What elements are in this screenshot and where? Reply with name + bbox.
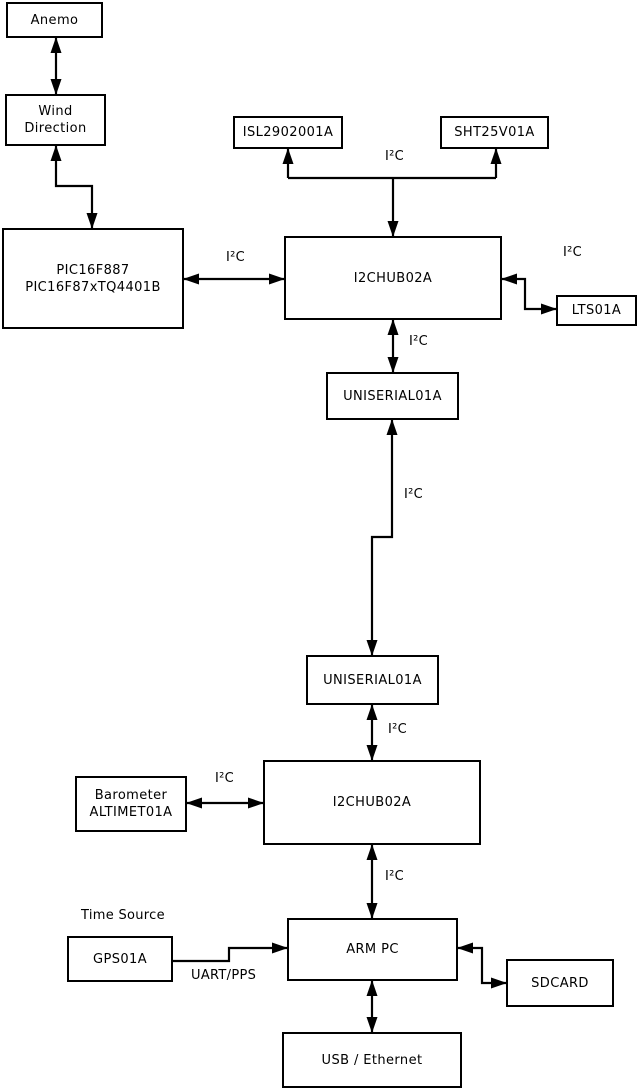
node-barometer-line2: ALTIMET01A (89, 805, 173, 820)
node-wind-direction-line1: Wind (38, 104, 73, 119)
node-lts01a-label: LTS01A (571, 303, 622, 318)
edge-label-time-source: Time Source (81, 908, 165, 923)
edge-label-i2c-uniserial2-hub2: I²C (388, 722, 408, 737)
node-lts01a: LTS01A (556, 295, 637, 326)
connector-uniserial1-uniserial2 (366, 419, 398, 656)
node-uniserial01a-bottom-label: UNISERIAL01A (323, 672, 422, 688)
connector-gps-armpc (173, 942, 288, 963)
node-barometer-altimet01a: Barometer ALTIMET01A (75, 776, 187, 832)
edge-label-i2c-uniserial-link: I²C (404, 487, 424, 502)
node-pic16f887: PIC16F887 PIC16F87xTQ4401B (2, 228, 184, 329)
connector-armpc-sdcard (457, 942, 507, 989)
node-anemo-label: Anemo (30, 12, 79, 28)
node-i2chub02a-bottom-label: I2CHUB02A (332, 795, 412, 810)
node-pic16f887-line1: PIC16F887 (56, 262, 130, 278)
connector-hub1-lts (501, 273, 557, 315)
node-i2chub02a-bottom: I2CHUB02A (263, 760, 481, 845)
node-sdcard-label: SDCARD (531, 975, 589, 991)
node-uniserial01a-top-label: UNISERIAL01A (343, 388, 442, 404)
node-sht25v01a: SHT25V01A (440, 116, 549, 149)
edge-label-i2c-hub2-armpc: I²C (385, 869, 405, 884)
node-isl2902001a: ISL2902001A (233, 116, 343, 149)
node-i2chub02a-top: I2CHUB02A (284, 236, 502, 320)
node-isl2902001a-label: ISL2902001A (242, 125, 334, 140)
node-usb-ethernet-label: USB / Ethernet (321, 1052, 423, 1068)
edge-label-i2c-lts: I²C (563, 245, 583, 260)
node-arm-pc: ARM PC (287, 918, 458, 981)
node-usb-ethernet: USB / Ethernet (282, 1032, 462, 1088)
node-i2chub02a-top-label: I2CHUB02A (353, 270, 433, 286)
edge-label-i2c-pic-hub1: I²C (226, 250, 246, 265)
node-anemo: Anemo (6, 2, 103, 38)
node-uniserial01a-bottom: UNISERIAL01A (306, 655, 439, 705)
node-pic16f887-line2: PIC16F87xTQ4401B (25, 279, 161, 295)
node-gps01a: GPS01A (67, 936, 173, 982)
node-wind-direction-line2: Direction (24, 121, 87, 136)
node-sdcard: SDCARD (506, 959, 614, 1007)
edge-label-uart-pps: UART/PPS (191, 968, 257, 983)
node-uniserial01a-top: UNISERIAL01A (326, 372, 459, 420)
edge-label-i2c-hub1-uniserial1: I²C (409, 334, 429, 349)
node-sht25v01a-label: SHT25V01A (454, 125, 535, 140)
edge-label-i2c-sensor-bus: I²C (385, 149, 405, 164)
node-gps01a-label: GPS01A (92, 951, 147, 967)
node-wind-direction: Wind Direction (5, 94, 106, 146)
connector-wind-pic (50, 145, 98, 229)
node-arm-pc-label: ARM PC (346, 942, 399, 957)
edge-label-i2c-barometer: I²C (215, 771, 235, 786)
node-barometer-line1: Barometer (94, 788, 168, 803)
